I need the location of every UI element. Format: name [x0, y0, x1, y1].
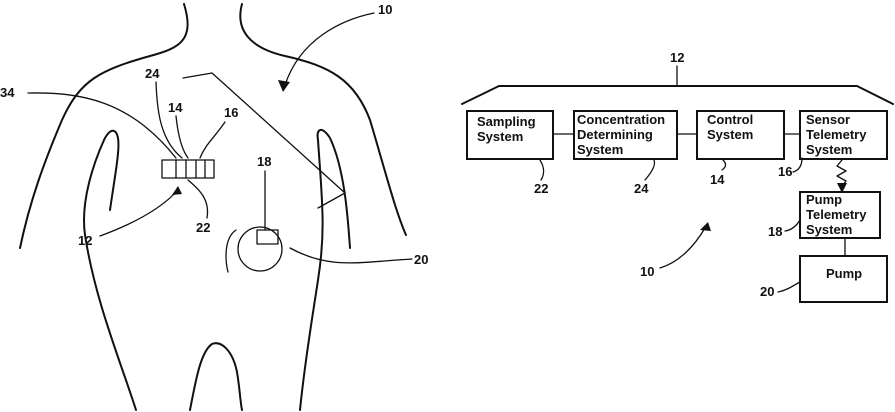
right-leader-lines: [540, 158, 802, 292]
svg-text:Telemetry: Telemetry: [806, 207, 867, 222]
ref-18-right: 18: [768, 224, 782, 239]
implanted-pump: [226, 227, 282, 272]
svg-text:System: System: [806, 222, 852, 237]
ref-10-right: 10: [640, 264, 654, 279]
block-pump: Pump: [800, 256, 887, 302]
svg-text:System: System: [477, 129, 523, 144]
body-outline: [20, 4, 406, 410]
ref-34: 34: [0, 85, 15, 100]
ref-10-left: 10: [378, 2, 392, 17]
ref-20-left: 20: [414, 252, 428, 267]
left-reference-numerals: 10 34 24 14 16 18 22 12 20: [0, 2, 428, 267]
left-leader-lines: [28, 13, 412, 263]
svg-text:Determining: Determining: [577, 127, 653, 142]
svg-text:System: System: [577, 142, 623, 157]
ref-22-left: 22: [196, 220, 210, 235]
svg-text:Pump: Pump: [806, 192, 842, 207]
svg-text:Sampling: Sampling: [477, 114, 536, 129]
ref-16-right: 16: [778, 164, 792, 179]
svg-text:Pump: Pump: [826, 266, 862, 281]
svg-text:System: System: [806, 142, 852, 157]
block-pump-telemetry-system: Pump Telemetry System: [800, 192, 880, 238]
ref-12-left: 12: [78, 233, 92, 248]
arrowhead-10-right: [700, 222, 711, 231]
svg-text:Control: Control: [707, 112, 753, 127]
ref-24-right: 24: [634, 181, 649, 196]
chest-sensor-device: [162, 160, 214, 178]
ref-22-right: 22: [534, 181, 548, 196]
block-sampling-system: Sampling System: [467, 111, 553, 159]
ref-20-right: 20: [760, 284, 774, 299]
arrowhead-12: [172, 186, 182, 195]
svg-text:Telemetry: Telemetry: [806, 127, 867, 142]
ref-14-right: 14: [710, 172, 725, 187]
ref-14-left: 14: [168, 100, 183, 115]
ref-18-left: 18: [257, 154, 271, 169]
left-shoulder-arm: [20, 4, 188, 248]
svg-text:System: System: [707, 127, 753, 142]
ref-24-left: 24: [145, 66, 160, 81]
arrowhead-10-left: [278, 80, 290, 92]
block-sensor-telemetry-system: Sensor Telemetry System: [800, 111, 887, 159]
block-concentration-determining-system: Concentration Determining System: [574, 111, 677, 159]
block-control-system: Control System: [697, 111, 784, 159]
svg-text:Sensor: Sensor: [806, 112, 850, 127]
ref-16-left: 16: [224, 105, 238, 120]
wireless-link: [837, 160, 846, 186]
sensor-housing: [162, 160, 214, 178]
left-torso-edge: [84, 131, 136, 410]
ref-12-right: 12: [670, 50, 684, 65]
leg-outline: [190, 343, 242, 410]
right-torso-edge: [300, 130, 350, 410]
svg-text:Concentration: Concentration: [577, 112, 665, 127]
right-reference-numerals: 22 24 14 16 18 20 10: [534, 164, 792, 299]
pump-body: [238, 227, 282, 271]
pump-catheter-loop: [226, 230, 236, 272]
group-bracket: [462, 86, 893, 104]
